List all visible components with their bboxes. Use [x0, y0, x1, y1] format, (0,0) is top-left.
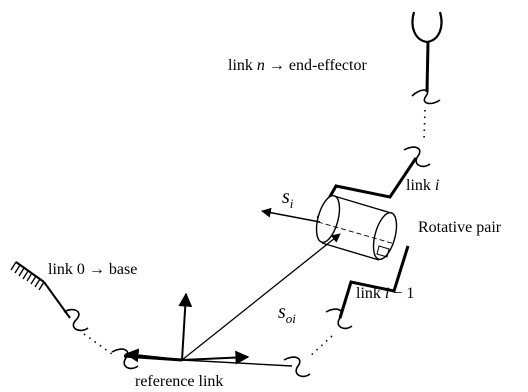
reference-link-right-squiggle [283, 356, 311, 378]
end-effector-gripper [411, 11, 443, 93]
end-effector-label: link n → end-effector [228, 57, 367, 74]
link-i-minus-1-break-squiggle [325, 308, 353, 330]
link-i-minus-1-dotted-continuation [307, 335, 333, 359]
s-i-label: si [282, 186, 294, 211]
ground-hatch [10, 261, 45, 291]
frame-axis-right-arrow [181, 350, 250, 365]
link-n-break-squiggle [411, 89, 441, 105]
link-i-break-squiggle [403, 146, 431, 168]
frame-axis-left-arrow [124, 348, 183, 363]
link-i-minus-1-label: link i − 1 [356, 285, 414, 302]
base-link-bar [43, 281, 71, 319]
s-oi-vector-arrow [181, 233, 341, 361]
link-i-label: link i [406, 177, 439, 194]
link-i-minus-1-bar [338, 245, 410, 319]
base-dotted-continuation [83, 333, 113, 355]
reference-link-label: reference link [135, 373, 223, 390]
link-n-dotted-continuation [423, 109, 426, 141]
frame-axis-up-arrow [178, 292, 193, 361]
reference-link-bar-right [181, 359, 293, 367]
reference-link-left-squiggle [111, 348, 139, 370]
s-i-axis-arrow [261, 207, 321, 223]
base-label: link 0 → base [48, 261, 137, 278]
rotative-pair-cylinder [315, 194, 398, 261]
base-break-squiggle [63, 308, 89, 332]
rotative-pair-label: Rotative pair [418, 219, 502, 236]
s-oi-label: soi [278, 301, 296, 326]
